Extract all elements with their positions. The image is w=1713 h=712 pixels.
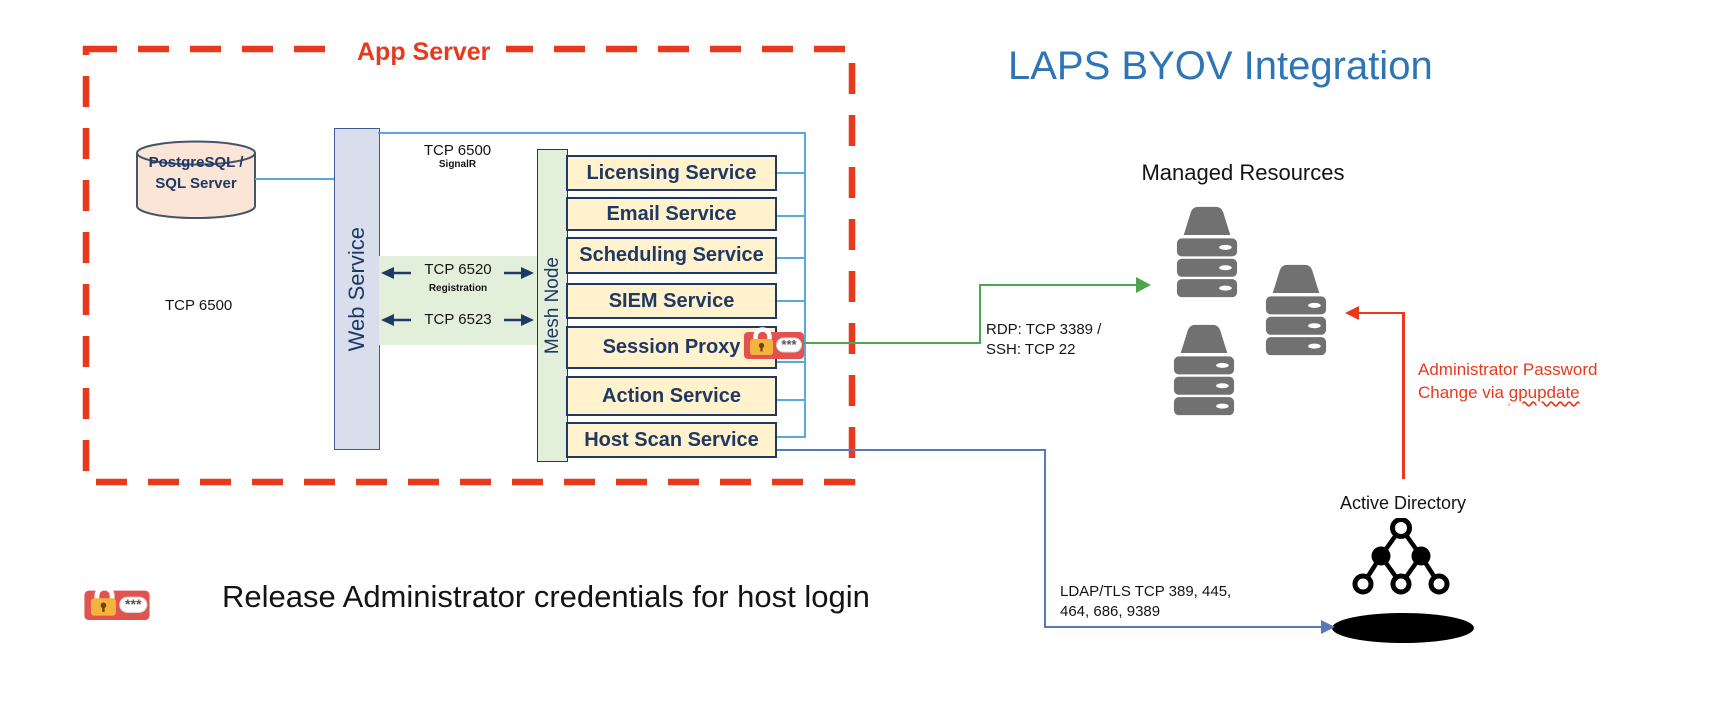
registration-label: Registration bbox=[428, 283, 488, 294]
service-box-action: Action Service bbox=[566, 376, 777, 416]
arrow-left-6523-icon bbox=[381, 314, 411, 326]
legend-text: Release Administrator credentials for ho… bbox=[222, 579, 870, 614]
ldap-line-seg1 bbox=[777, 449, 1045, 451]
services-bracket-line bbox=[804, 132, 806, 438]
rdp-line-seg2 bbox=[979, 284, 981, 344]
mesh-node-label: Mesh Node bbox=[541, 256, 563, 355]
ldap-port-label: LDAP/TLS TCP 389, 445, 464, 686, 9389 bbox=[1060, 582, 1231, 623]
admin-password-note: Administrator Password Change via gpupda… bbox=[1418, 358, 1668, 404]
service-box-licensing: Licensing Service bbox=[566, 155, 777, 191]
database-label: PostgreSQL / SQL Server bbox=[135, 152, 257, 194]
rdp-line-seg3 bbox=[979, 284, 1137, 286]
active-directory-icon bbox=[1332, 518, 1474, 643]
ldap-line-seg2 bbox=[1044, 449, 1046, 628]
rdp-port-line1: RDP: TCP 3389 / bbox=[986, 321, 1102, 338]
rdp-arrowhead-icon bbox=[1136, 277, 1151, 293]
db-port-label: TCP 6500 bbox=[165, 297, 233, 314]
signalr-protocol-label: SignalR bbox=[438, 159, 477, 170]
service-box-host-scan: Host Scan Service bbox=[566, 422, 777, 458]
rdp-port-label: RDP: TCP 3389 / SSH: TCP 22 bbox=[986, 320, 1101, 361]
arrow-right-6523-icon bbox=[504, 314, 534, 326]
gpupdate-arrowhead-icon bbox=[1345, 306, 1359, 320]
stub-host-scan-line bbox=[777, 436, 806, 438]
service-box-scheduling: Scheduling Service bbox=[566, 237, 777, 274]
rdp-port-line2: SSH: TCP 22 bbox=[986, 341, 1076, 359]
signalr-connection-line bbox=[378, 132, 806, 134]
stub-licensing-line bbox=[777, 172, 806, 174]
secondary-port-label: TCP 6523 bbox=[424, 311, 492, 328]
mesh-node-bar: Mesh Node bbox=[537, 149, 568, 462]
database-label-line1: PostgreSQL / bbox=[148, 154, 244, 171]
gpupdate-link-text: gpupdate bbox=[1508, 383, 1580, 402]
legend-stars: *** bbox=[125, 596, 142, 612]
service-box-email: Email Service bbox=[566, 197, 777, 231]
legend-lock-icon: *** bbox=[84, 585, 150, 620]
service-box-siem: SIEM Service bbox=[566, 283, 777, 319]
arrow-left-6520-icon bbox=[381, 267, 411, 279]
credential-stars: *** bbox=[781, 337, 797, 352]
stub-siem-line bbox=[777, 300, 806, 302]
ldap-port-line2: 464, 686, 9389 bbox=[1060, 603, 1161, 621]
database-label-line2: SQL Server bbox=[155, 175, 237, 192]
admin-password-line1: Administrator Password bbox=[1418, 360, 1598, 379]
gpupdate-line-seg1 bbox=[1358, 311, 1404, 314]
database-cylinder-icon bbox=[136, 140, 256, 219]
page-title: LAPS BYOV Integration bbox=[1008, 44, 1433, 88]
signalr-port-label: TCP 6500 bbox=[423, 142, 492, 159]
server-stack-icon-2 bbox=[1265, 264, 1327, 356]
admin-password-line2: Change via gpupdate bbox=[1418, 381, 1668, 404]
stub-scheduling-line bbox=[777, 257, 806, 259]
ldap-port-line1: LDAP/TLS TCP 389, 445, bbox=[1060, 583, 1232, 600]
gpupdate-line-seg2 bbox=[1402, 311, 1405, 479]
rdp-line-seg1 bbox=[803, 342, 981, 344]
db-connection-line bbox=[255, 178, 335, 180]
web-service-bar: Web Service bbox=[334, 128, 380, 450]
service-box-session-proxy: Session Proxy bbox=[566, 326, 777, 369]
server-stack-icon-3 bbox=[1173, 324, 1235, 416]
ldap-line-seg3 bbox=[1044, 626, 1322, 628]
managed-resources-label: Managed Resources bbox=[1141, 160, 1345, 185]
stub-session-proxy-line bbox=[777, 361, 806, 363]
active-directory-label: Active Directory bbox=[1339, 493, 1467, 513]
web-service-label: Web Service bbox=[344, 226, 369, 352]
registration-panel bbox=[379, 256, 537, 345]
arrow-right-6520-icon bbox=[504, 267, 534, 279]
app-server-label: App Server bbox=[341, 38, 507, 67]
stub-email-line bbox=[777, 215, 806, 217]
credential-lock-icon: *** bbox=[744, 327, 804, 359]
signalr-port-group: TCP 6500 SignalR bbox=[380, 142, 535, 170]
server-stack-icon-1 bbox=[1176, 206, 1238, 298]
registration-port-label: TCP 6520 bbox=[424, 261, 492, 278]
stub-action-line bbox=[777, 399, 806, 401]
admin-password-line2-prefix: Change via bbox=[1418, 383, 1509, 402]
ldap-arrowhead-icon bbox=[1321, 620, 1335, 634]
